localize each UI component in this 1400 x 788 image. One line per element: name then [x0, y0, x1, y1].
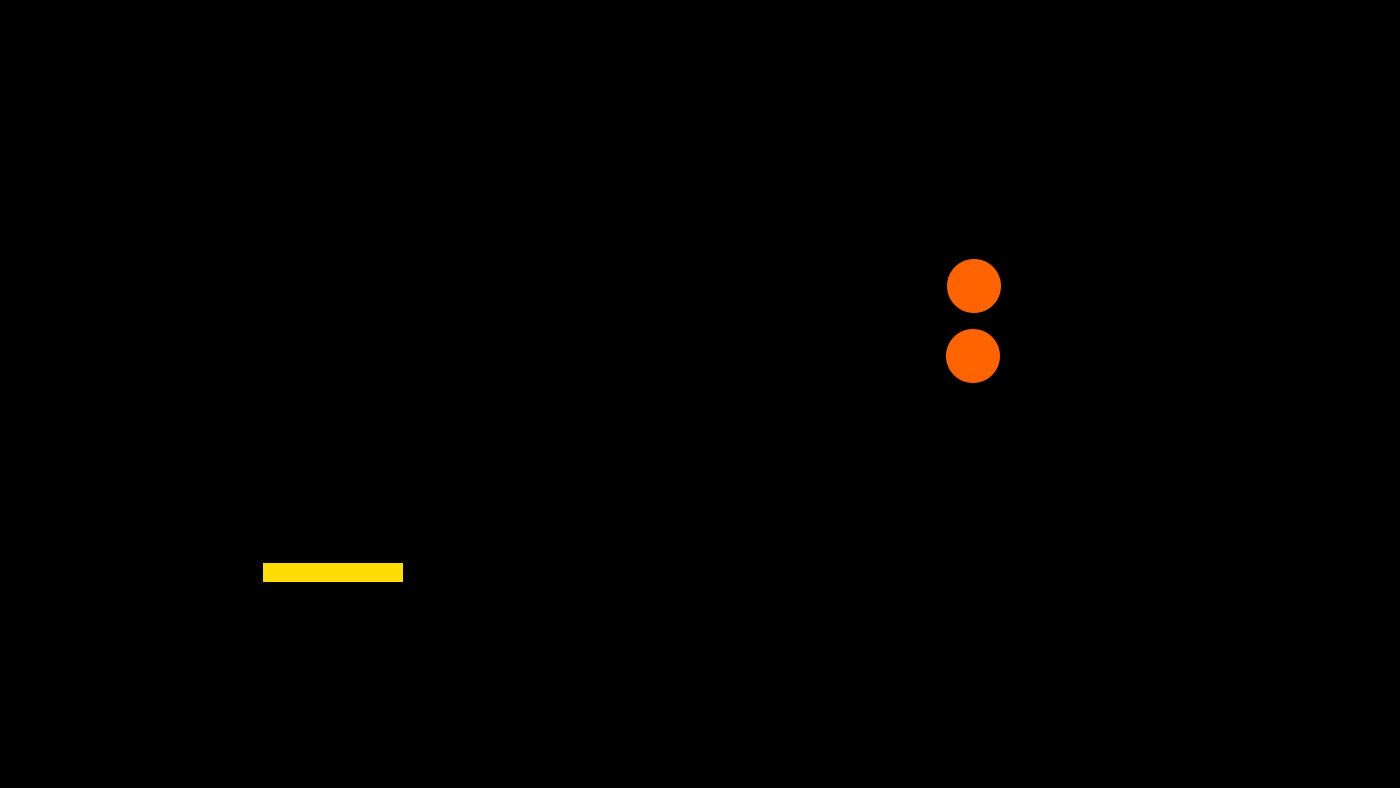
ball-1 — [947, 259, 1001, 313]
paddle[interactable] — [263, 563, 403, 582]
ball-2 — [946, 329, 1000, 383]
